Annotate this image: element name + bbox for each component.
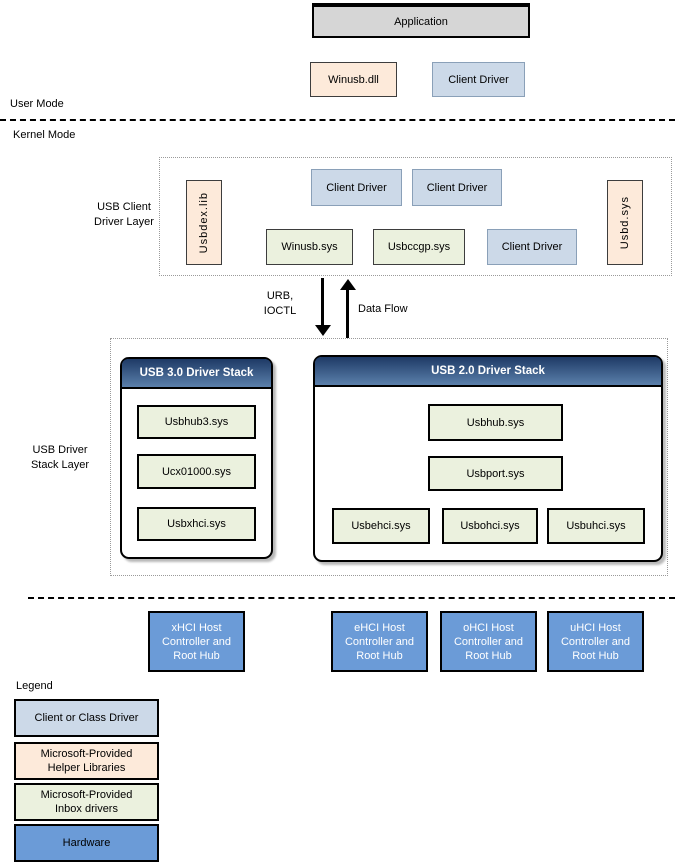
client-driver-3-box: Client Driver (487, 229, 577, 265)
user-mode-label: User Mode (10, 98, 64, 110)
usbuhci-sys-label: Usbuhci.sys (566, 520, 626, 532)
legend-helper-libraries: Microsoft-Provided Helper Libraries (14, 742, 159, 780)
usb20-stack-title-bar: USB 2.0 Driver Stack (315, 357, 661, 387)
client-driver-layer-frame (159, 157, 672, 276)
user-kernel-divider-line (0, 119, 675, 121)
ohci-host-controller-label: oHCI Host Controller and Root Hub (453, 621, 524, 662)
winusb-dll-box: Winusb.dll (310, 62, 397, 97)
legend-client-class-driver: Client or Class Driver (14, 699, 159, 737)
ohci-host-controller-box: oHCI Host Controller and Root Hub (440, 611, 537, 672)
usbccgp-sys-box: Usbccgp.sys (373, 229, 465, 265)
application-label: Application (394, 15, 448, 28)
uhci-host-controller-box: uHCI Host Controller and Root Hub (547, 611, 644, 672)
client-driver-usermode-label: Client Driver (448, 73, 509, 86)
winusb-sys-box: Winusb.sys (266, 229, 353, 265)
winusb-dll-label: Winusb.dll (328, 73, 379, 86)
uhci-host-controller-label: uHCI Host Controller and Root Hub (560, 621, 631, 662)
usbport-sys-box: Usbport.sys (428, 456, 563, 491)
client-driver-2-box: Client Driver (412, 169, 502, 206)
usbport-sys-label: Usbport.sys (466, 467, 525, 480)
legend-inbox-drivers-label: Microsoft-Provided Inbox drivers (40, 789, 133, 815)
usbd-sys-label: Usbd.sys (619, 195, 631, 250)
urb-ioctl-label: URB, IOCTL (250, 289, 310, 319)
client-driver-1-label: Client Driver (326, 181, 387, 194)
xhci-host-controller-box: xHCI Host Controller and Root Hub (148, 611, 245, 672)
client-driver-layer-label-line2: Driver Layer (94, 216, 154, 228)
usbohci-sys-box: Usbohci.sys (442, 508, 538, 544)
urb-label-line2: IOCTL (263, 305, 297, 317)
legend-client-class-driver-label: Client or Class Driver (34, 712, 139, 724)
usb30-stack-title-bar: USB 3.0 Driver Stack (122, 359, 271, 389)
client-driver-layer-label: USB Client Driver Layer (68, 200, 180, 230)
kernel-mode-label: Kernel Mode (13, 129, 76, 141)
ucx01000-sys-box: Ucx01000.sys (137, 454, 256, 489)
ehci-host-controller-box: eHCI Host Controller and Root Hub (331, 611, 428, 672)
usb30-stack-title: USB 3.0 Driver Stack (139, 367, 254, 379)
legend-helper-libraries-label: Microsoft-Provided Helper Libraries (40, 748, 133, 774)
usbuhci-sys-box: Usbuhci.sys (547, 508, 645, 544)
usbehci-sys-label: Usbehci.sys (351, 520, 411, 532)
usbhub-sys-box: Usbhub.sys (428, 404, 563, 441)
client-driver-1-box: Client Driver (311, 169, 402, 206)
client-driver-3-label: Client Driver (501, 241, 563, 253)
usbxhci-sys-label: Usbxhci.sys (167, 518, 226, 530)
kernel-hardware-divider-line (28, 597, 675, 599)
legend-inbox-drivers: Microsoft-Provided Inbox drivers (14, 783, 159, 821)
legend-hardware-label: Hardware (62, 837, 111, 849)
usb20-stack-title: USB 2.0 Driver Stack (431, 365, 545, 377)
driver-stack-layer-label-line1: USB Driver (32, 444, 88, 456)
usbdex-lib-box: Usbdex.lib (186, 180, 222, 265)
usbccgp-sys-label: Usbccgp.sys (387, 241, 451, 253)
ucx01000-sys-label: Ucx01000.sys (161, 465, 232, 478)
usb20-driver-stack: USB 2.0 Driver Stack Usbhub.sys Usbport.… (313, 355, 663, 562)
usbohci-sys-label: Usbohci.sys (460, 520, 520, 532)
data-flow-label: Data Flow (358, 303, 408, 315)
ehci-host-controller-label: eHCI Host Controller and Root Hub (344, 621, 415, 662)
legend-title: Legend (16, 680, 53, 692)
driver-stack-layer-label: USB Driver Stack Layer (8, 443, 112, 473)
application-box: Application (312, 3, 530, 38)
client-driver-layer-label-line1: USB Client (97, 201, 151, 213)
usbehci-sys-box: Usbehci.sys (332, 508, 430, 544)
usbxhci-sys-box: Usbxhci.sys (137, 507, 256, 541)
usbhub3-sys-label: Usbhub3.sys (164, 416, 229, 428)
usbd-sys-box: Usbd.sys (607, 180, 643, 265)
client-driver-usermode-box: Client Driver (432, 62, 525, 97)
driver-stack-layer-label-line2: Stack Layer (30, 459, 90, 471)
xhci-host-controller-label: xHCI Host Controller and Root Hub (161, 621, 232, 662)
usb30-driver-stack: USB 3.0 Driver Stack Usbhub3.sys Ucx0100… (120, 357, 273, 559)
driver-stack-layer-frame (110, 338, 668, 576)
urb-label-line1: URB, (266, 290, 294, 302)
winusb-sys-label: Winusb.sys (281, 241, 338, 253)
usbhub-sys-label: Usbhub.sys (466, 416, 525, 429)
usbdex-lib-label: Usbdex.lib (198, 191, 210, 254)
legend-hardware: Hardware (14, 824, 159, 862)
usbhub3-sys-box: Usbhub3.sys (137, 405, 256, 439)
client-driver-2-label: Client Driver (426, 181, 488, 194)
